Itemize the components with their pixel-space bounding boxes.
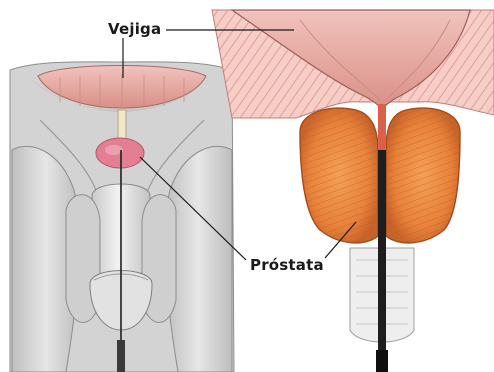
bladder-label: Vejiga — [108, 20, 161, 38]
catheter-section — [378, 150, 386, 372]
prostate-label: Próstata — [250, 256, 324, 274]
front-view-panel — [10, 62, 234, 372]
section-view-panel — [212, 10, 494, 372]
